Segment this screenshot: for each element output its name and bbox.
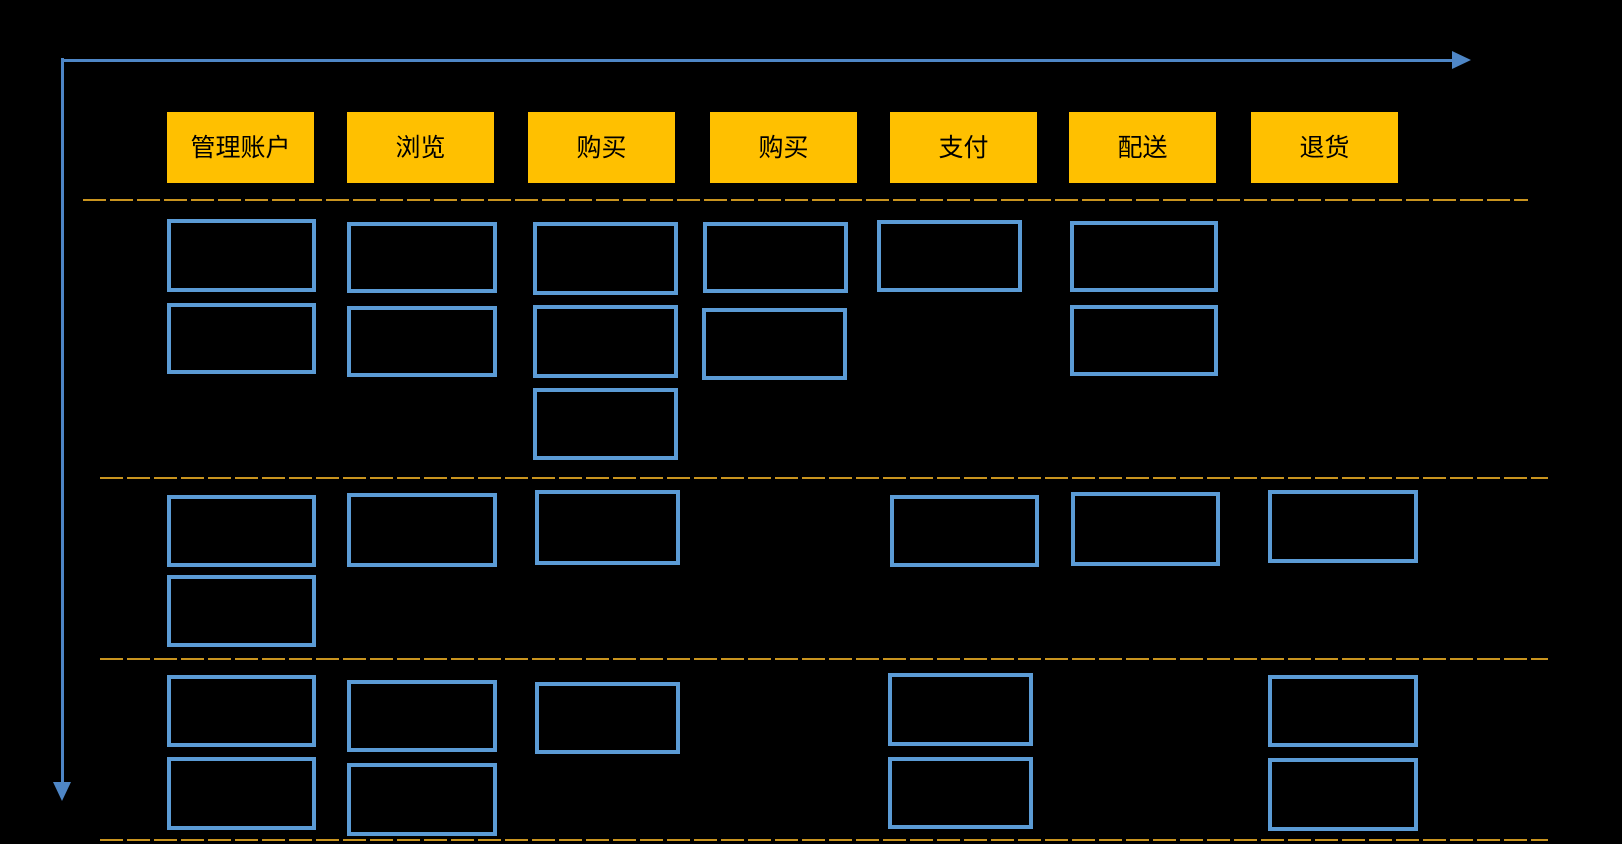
story-card[interactable]	[167, 495, 316, 567]
story-card[interactable]	[533, 222, 678, 295]
release-divider-1	[83, 199, 1528, 201]
activity-header-2[interactable]: 浏览	[347, 112, 494, 183]
story-card[interactable]	[533, 305, 678, 378]
vertical-axis-line	[61, 58, 64, 784]
activity-header-1[interactable]: 管理账户	[167, 112, 314, 183]
story-card[interactable]	[888, 757, 1033, 829]
story-card[interactable]	[347, 222, 497, 293]
story-card[interactable]	[167, 757, 316, 830]
release-divider-2	[100, 477, 1548, 479]
story-card[interactable]	[890, 495, 1039, 567]
story-card[interactable]	[702, 308, 847, 380]
right-arrow-icon	[1452, 51, 1471, 69]
story-card[interactable]	[167, 219, 316, 292]
activity-header-3[interactable]: 购买	[528, 112, 675, 183]
story-card[interactable]	[535, 490, 680, 565]
story-card[interactable]	[167, 303, 316, 374]
release-divider-4	[100, 839, 1548, 841]
down-arrow-icon	[53, 782, 71, 801]
story-card[interactable]	[347, 306, 497, 377]
story-card[interactable]	[347, 680, 497, 752]
story-card[interactable]	[1268, 675, 1418, 747]
activity-header-6[interactable]: 配送	[1069, 112, 1216, 183]
story-card[interactable]	[167, 575, 316, 647]
story-card[interactable]	[1268, 758, 1418, 831]
activity-header-7[interactable]: 退货	[1251, 112, 1398, 183]
story-card[interactable]	[533, 388, 678, 460]
release-divider-3	[100, 658, 1548, 660]
story-card[interactable]	[1070, 221, 1218, 292]
story-card[interactable]	[167, 675, 316, 747]
story-card[interactable]	[347, 763, 497, 836]
story-card[interactable]	[1268, 490, 1418, 563]
story-card[interactable]	[535, 682, 680, 754]
story-card[interactable]	[1070, 305, 1218, 376]
activity-header-5[interactable]: 支付	[890, 112, 1037, 183]
story-card[interactable]	[347, 493, 497, 567]
horizontal-axis-line	[62, 59, 1454, 62]
story-card[interactable]	[888, 673, 1033, 746]
story-card[interactable]	[877, 220, 1022, 292]
story-card[interactable]	[703, 222, 848, 293]
story-card[interactable]	[1071, 492, 1220, 566]
activity-header-4[interactable]: 购买	[710, 112, 857, 183]
